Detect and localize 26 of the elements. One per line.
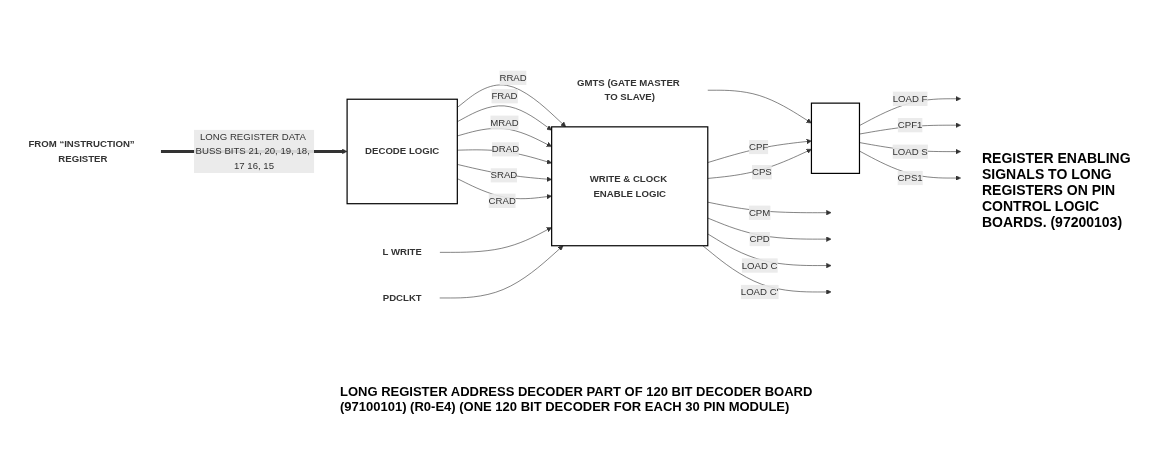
edge-label: LONG REGISTER DATA BUSS BITS 21, 20, 19, 18, 17 16, 15 [195,131,310,171]
edge-label: SRAD [490,169,518,180]
node-text: PDCLKT [382,292,422,303]
node-text: FROM “INSTRUCTION” REGISTER [28,138,135,163]
edge-label: MRAD [490,116,519,127]
edge-label: CPF [749,141,769,152]
edge-label: LOAD F [892,92,928,104]
edge-label: CPS [751,166,772,177]
edge-label: RRAD [499,71,527,83]
node-text: GMTS (GATE MASTER TO SLAVE) [576,77,680,102]
edge-label: CPF1 [897,119,923,130]
node-box [810,102,861,174]
node-box: DECODE LOGIC [346,98,458,204]
edge-label: LOAD C [741,259,778,270]
node-box: WRITE & CLOCK ENABLE LOGIC [551,125,709,246]
edge-label: FRAD [491,90,518,101]
edge-label: CRAD [488,194,516,206]
edge-label: CPM [748,206,771,218]
edge-label: LOAD C' [740,286,779,297]
edge-label: CPS1 [897,172,923,183]
caption: LONG REGISTER ADDRESS DECODER PART OF 120 BIT DECODER BOARD (97100101) (R0-E4) (ONE 120 BIT DECODER FOR EACH 30 PIN MODULE) [339,383,814,416]
edge-label: LOAD S [892,145,928,156]
edge-label: CPD [749,233,770,244]
edge-label: DRAD [491,143,520,154]
note-text: REGISTER ENABLING SIGNALS TO LONG REGISTERS ON PIN CONTROL LOGIC BOARDS. (97200103) [982,150,1132,230]
node-text: L WRITE [382,246,422,257]
